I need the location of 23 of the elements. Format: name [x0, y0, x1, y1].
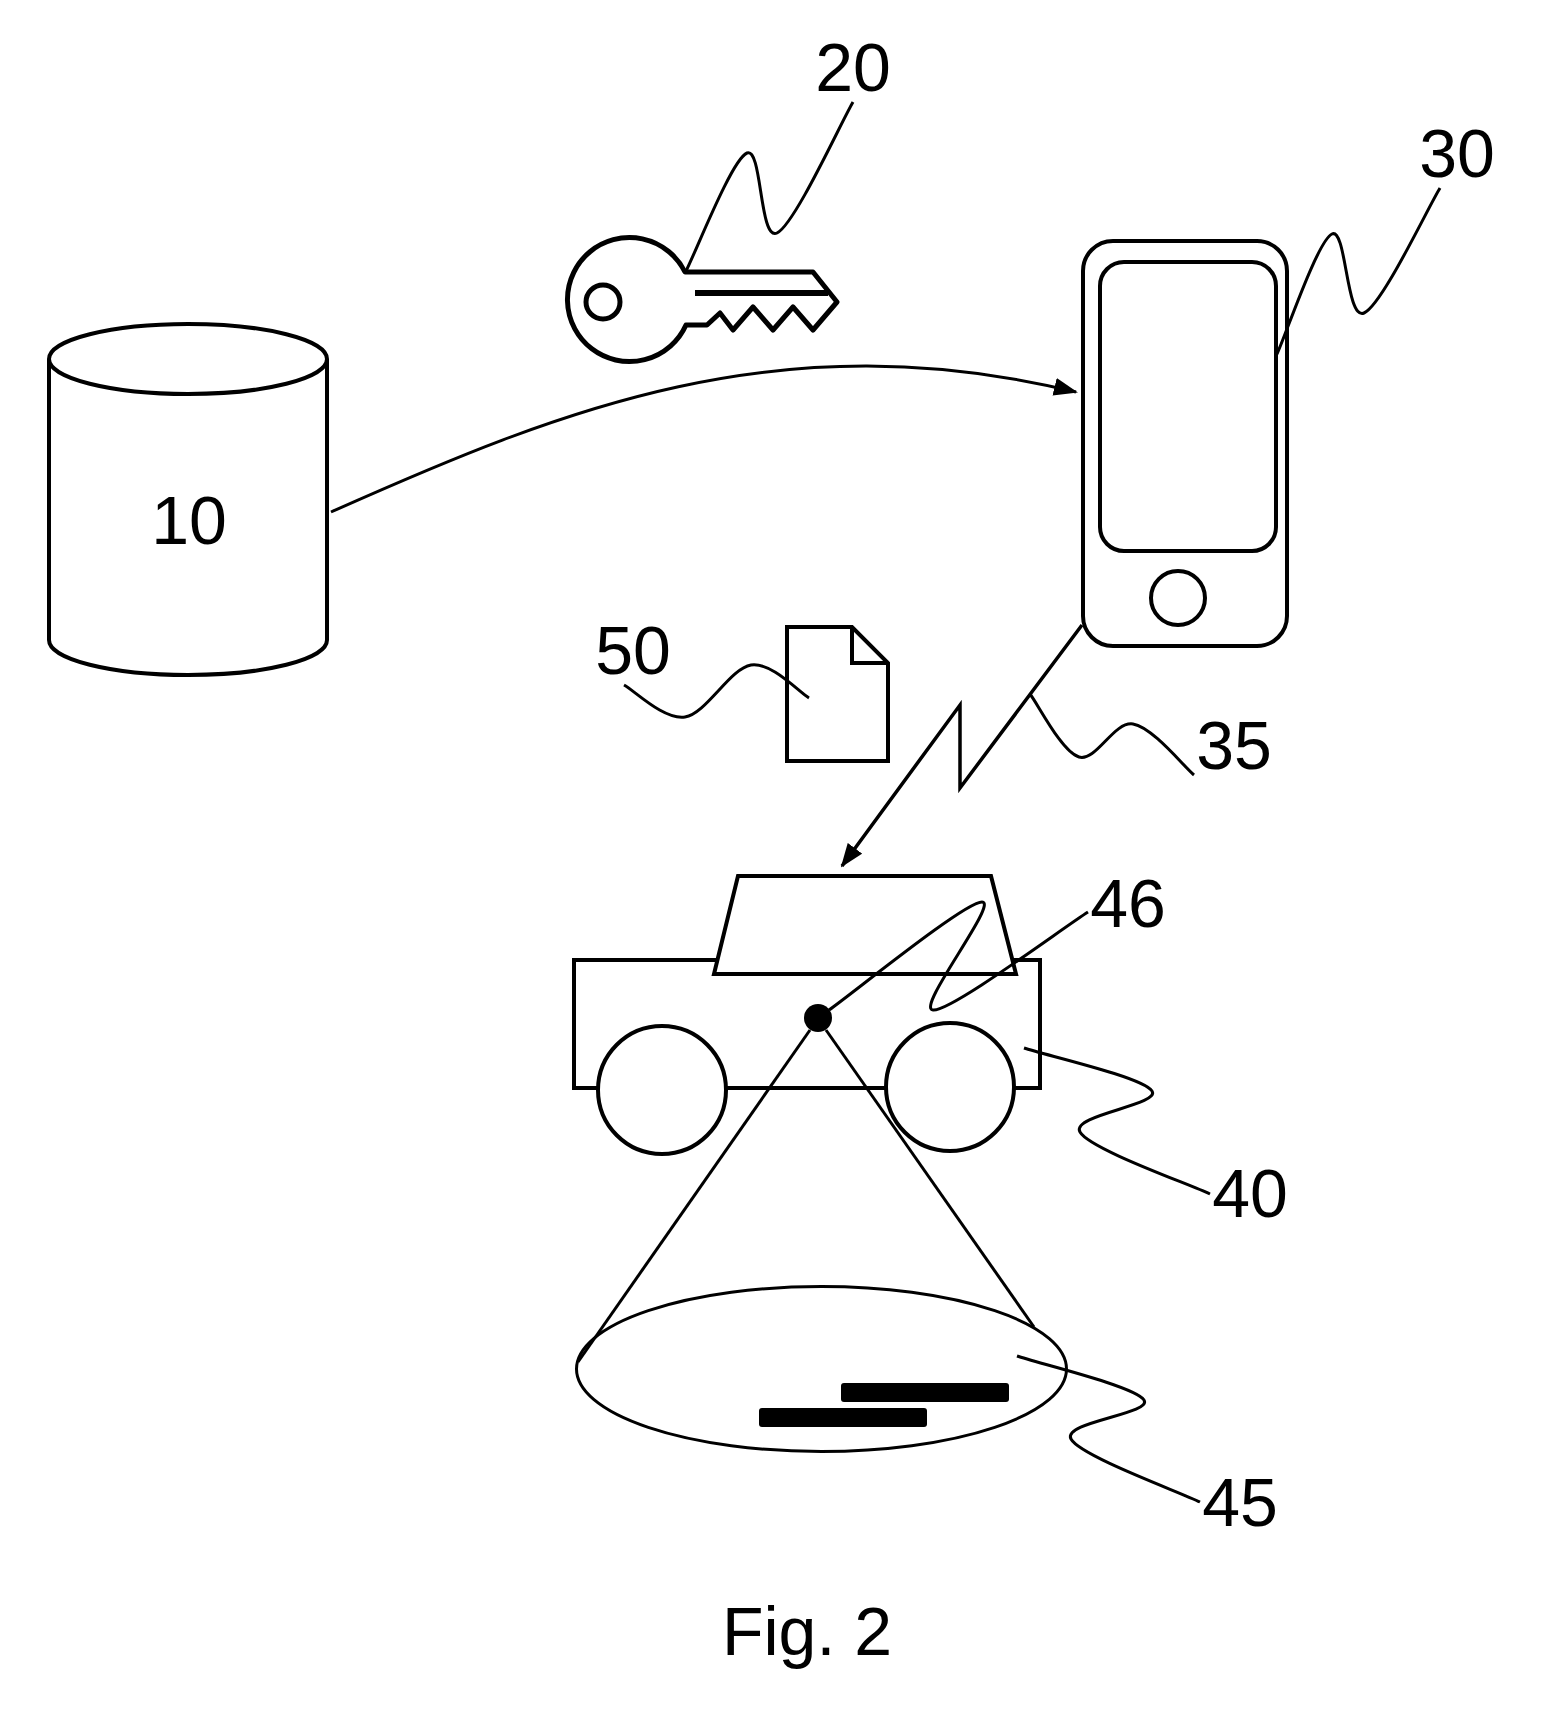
leader-line: [828, 900, 1089, 1012]
reference-numeral: 50: [593, 616, 673, 684]
reference-numeral: 40: [1210, 1159, 1290, 1227]
reference-numeral: 45: [1200, 1468, 1280, 1536]
lightning-arrow: [840, 623, 1084, 868]
reference-numeral: 30: [1417, 119, 1497, 187]
reference-numeral: 35: [1194, 711, 1274, 779]
reference-numeral: 10: [150, 486, 228, 554]
reference-numeral: 20: [813, 33, 893, 101]
leader-line: [1016, 1354, 1201, 1504]
smartphone-drawing: [1081, 239, 1289, 648]
leader-line: [1023, 1046, 1211, 1196]
database-cylinder: [47, 322, 329, 677]
projection-line: [824, 1029, 1036, 1328]
dot-marker: [804, 1004, 832, 1032]
projection-line: [576, 1029, 812, 1363]
reference-numeral: 46: [1088, 869, 1168, 937]
leader-line: [623, 663, 810, 719]
document-drawing: [785, 625, 890, 763]
leader-line: [1275, 187, 1442, 355]
projection-ellipse: [575, 1285, 1068, 1453]
leader-line: [1028, 693, 1195, 777]
curved-arrow: [330, 364, 1078, 514]
